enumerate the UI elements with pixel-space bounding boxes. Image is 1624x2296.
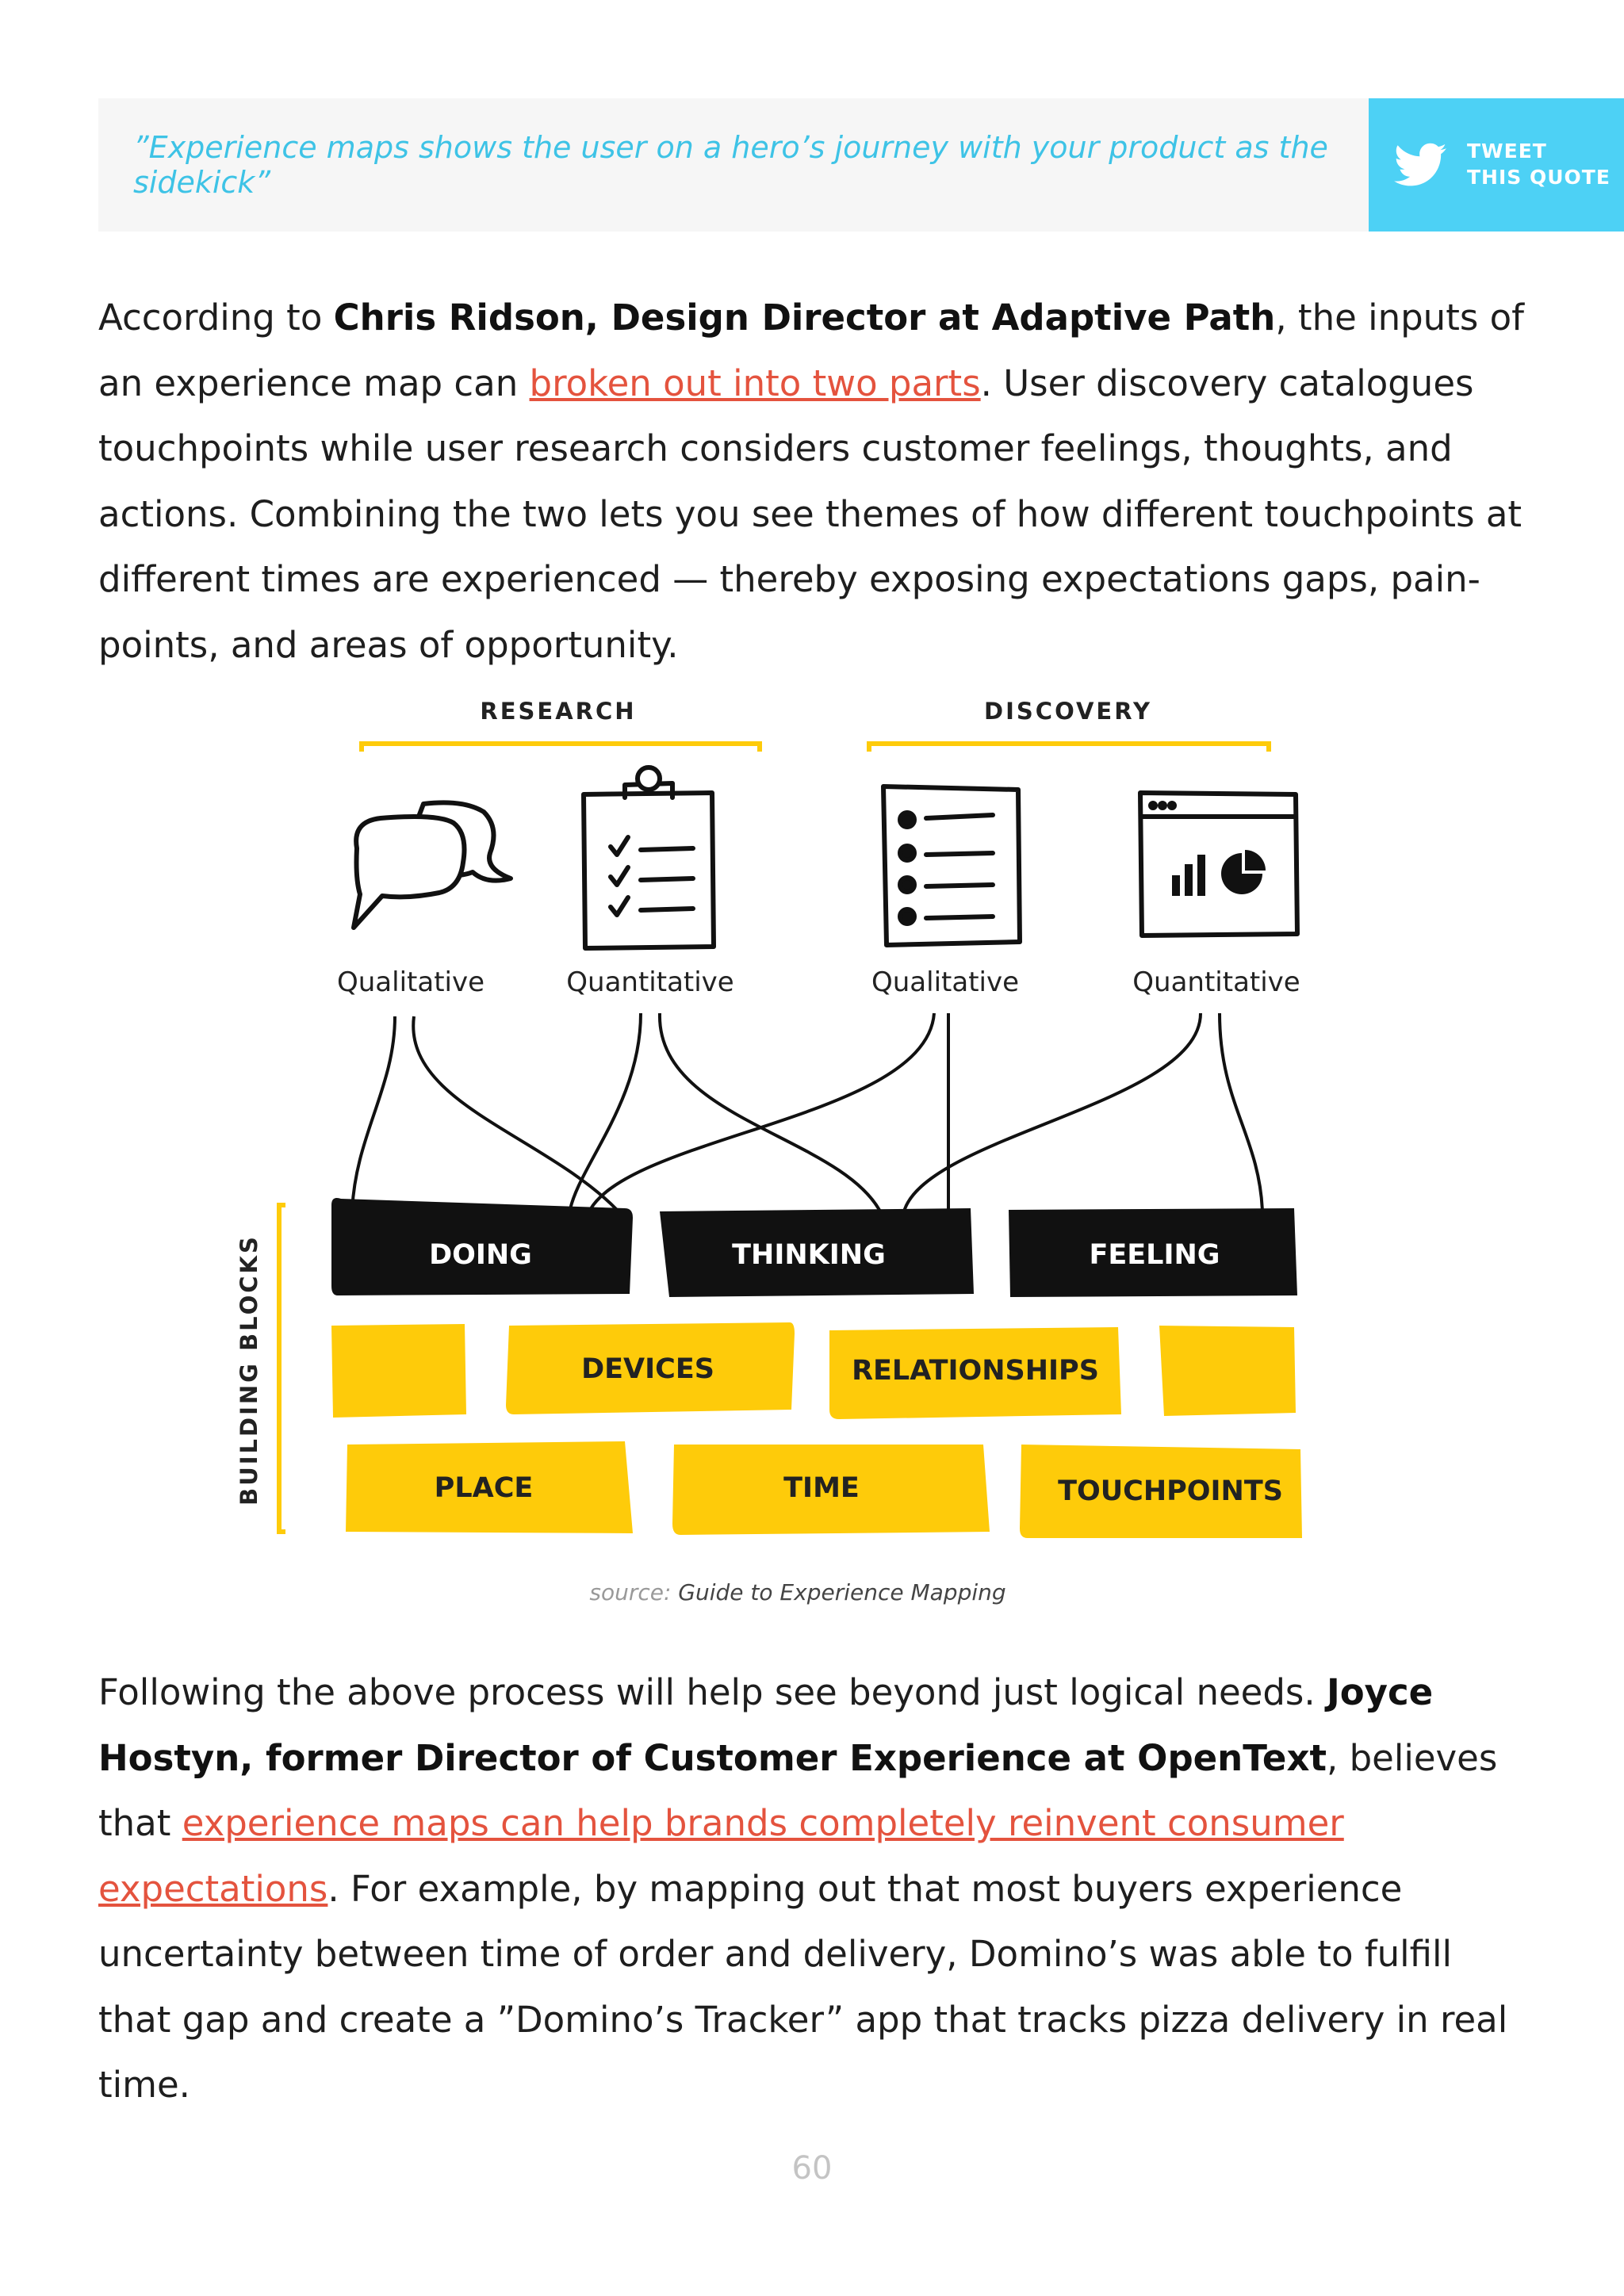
block-touchpoints: TOUCHPOINTS — [1020, 1445, 1302, 1538]
body-paragraph-1: According to Chris Ridson, Design Direct… — [98, 285, 1530, 678]
block-time: TIME — [672, 1445, 990, 1535]
research-label: RESEARCH — [480, 698, 636, 725]
block-label: THINKING — [732, 1239, 886, 1271]
caption-title: Guide to Experience Mapping — [678, 1579, 1006, 1605]
text-run: According to — [98, 297, 334, 339]
block-empty-right — [1159, 1326, 1296, 1416]
list-document-icon — [881, 784, 1022, 947]
block-label: TOUCHPOINTS — [1058, 1475, 1283, 1507]
discovery-bracket — [867, 741, 1271, 752]
experience-map-figure: RESEARCH DISCOVERY — [133, 691, 1313, 1605]
block-label: PLACE — [435, 1472, 534, 1504]
speech-bubbles-icon — [351, 800, 513, 930]
icon-label: Quantitative — [1132, 966, 1300, 998]
block-empty-left — [331, 1324, 466, 1418]
twitter-bird-icon — [1394, 143, 1446, 186]
link-reinvent-expectations[interactable]: experience maps can help brands complete… — [98, 1802, 1344, 1910]
author-name: Chris Ridson, Design Director at Adaptiv… — [333, 297, 1276, 339]
text-run: . For example, by mapping out that most … — [98, 1867, 1508, 2107]
text-run: , believes that — [98, 1736, 1498, 1845]
experience-map-diagram: RESEARCH DISCOVERY — [236, 698, 1302, 1538]
pull-quote: ”Experience maps shows the user on a her… — [133, 130, 1328, 200]
block-devices: DEVICES — [506, 1322, 795, 1414]
block-thinking: THINKING — [660, 1208, 974, 1297]
block-label: RELATIONSHIPS — [852, 1355, 1099, 1387]
icon-label: Qualitative — [337, 966, 485, 998]
block-label: DEVICES — [581, 1353, 714, 1385]
discovery-label: DISCOVERY — [984, 698, 1152, 725]
tweet-label: TWEET THIS QUOTE — [1467, 138, 1618, 190]
tweet-label-line2: THIS QUOTE — [1467, 166, 1611, 189]
research-bracket — [359, 741, 762, 752]
clipboard-checklist-icon — [581, 765, 716, 951]
body-paragraph-2: Following the above process will help se… — [98, 1660, 1530, 2118]
block-label: FEELING — [1089, 1239, 1220, 1271]
analytics-window-icon — [1138, 790, 1300, 938]
person-name: Joyce Hostyn, former Director of Custome… — [98, 1671, 1434, 1779]
caption-source: source: — [589, 1579, 672, 1605]
building-blocks-bracket — [277, 1203, 285, 1534]
building-blocks-label: BUILDING BLOCKS — [236, 1234, 262, 1506]
block-label: TIME — [783, 1472, 860, 1504]
icon-label: Qualitative — [871, 966, 1019, 998]
block-place: PLACE — [346, 1441, 633, 1533]
block-label: DOING — [429, 1239, 532, 1271]
text-run: , the inputs of an experience map can — [98, 297, 1524, 404]
figure-caption: source: Guide to Experience Mapping — [133, 1579, 1462, 1605]
connector-lines — [350, 1012, 1264, 1214]
block-doing: DOING — [331, 1198, 633, 1295]
block-relationships: RELATIONSHIPS — [829, 1327, 1121, 1419]
tweet-quote-button[interactable]: TWEET THIS QUOTE — [1369, 98, 1624, 232]
link-two-parts[interactable]: broken out into two parts — [529, 362, 981, 404]
text-run: . User discovery catalogues touchpoints … — [98, 362, 1522, 666]
text-run: Following the above process will help se… — [98, 1671, 1327, 1713]
page-number: 60 — [791, 2150, 833, 2187]
icon-label: Quantitative — [566, 966, 733, 998]
block-feeling: FEELING — [1009, 1208, 1297, 1297]
tweet-label-line1: TWEET — [1467, 140, 1547, 163]
